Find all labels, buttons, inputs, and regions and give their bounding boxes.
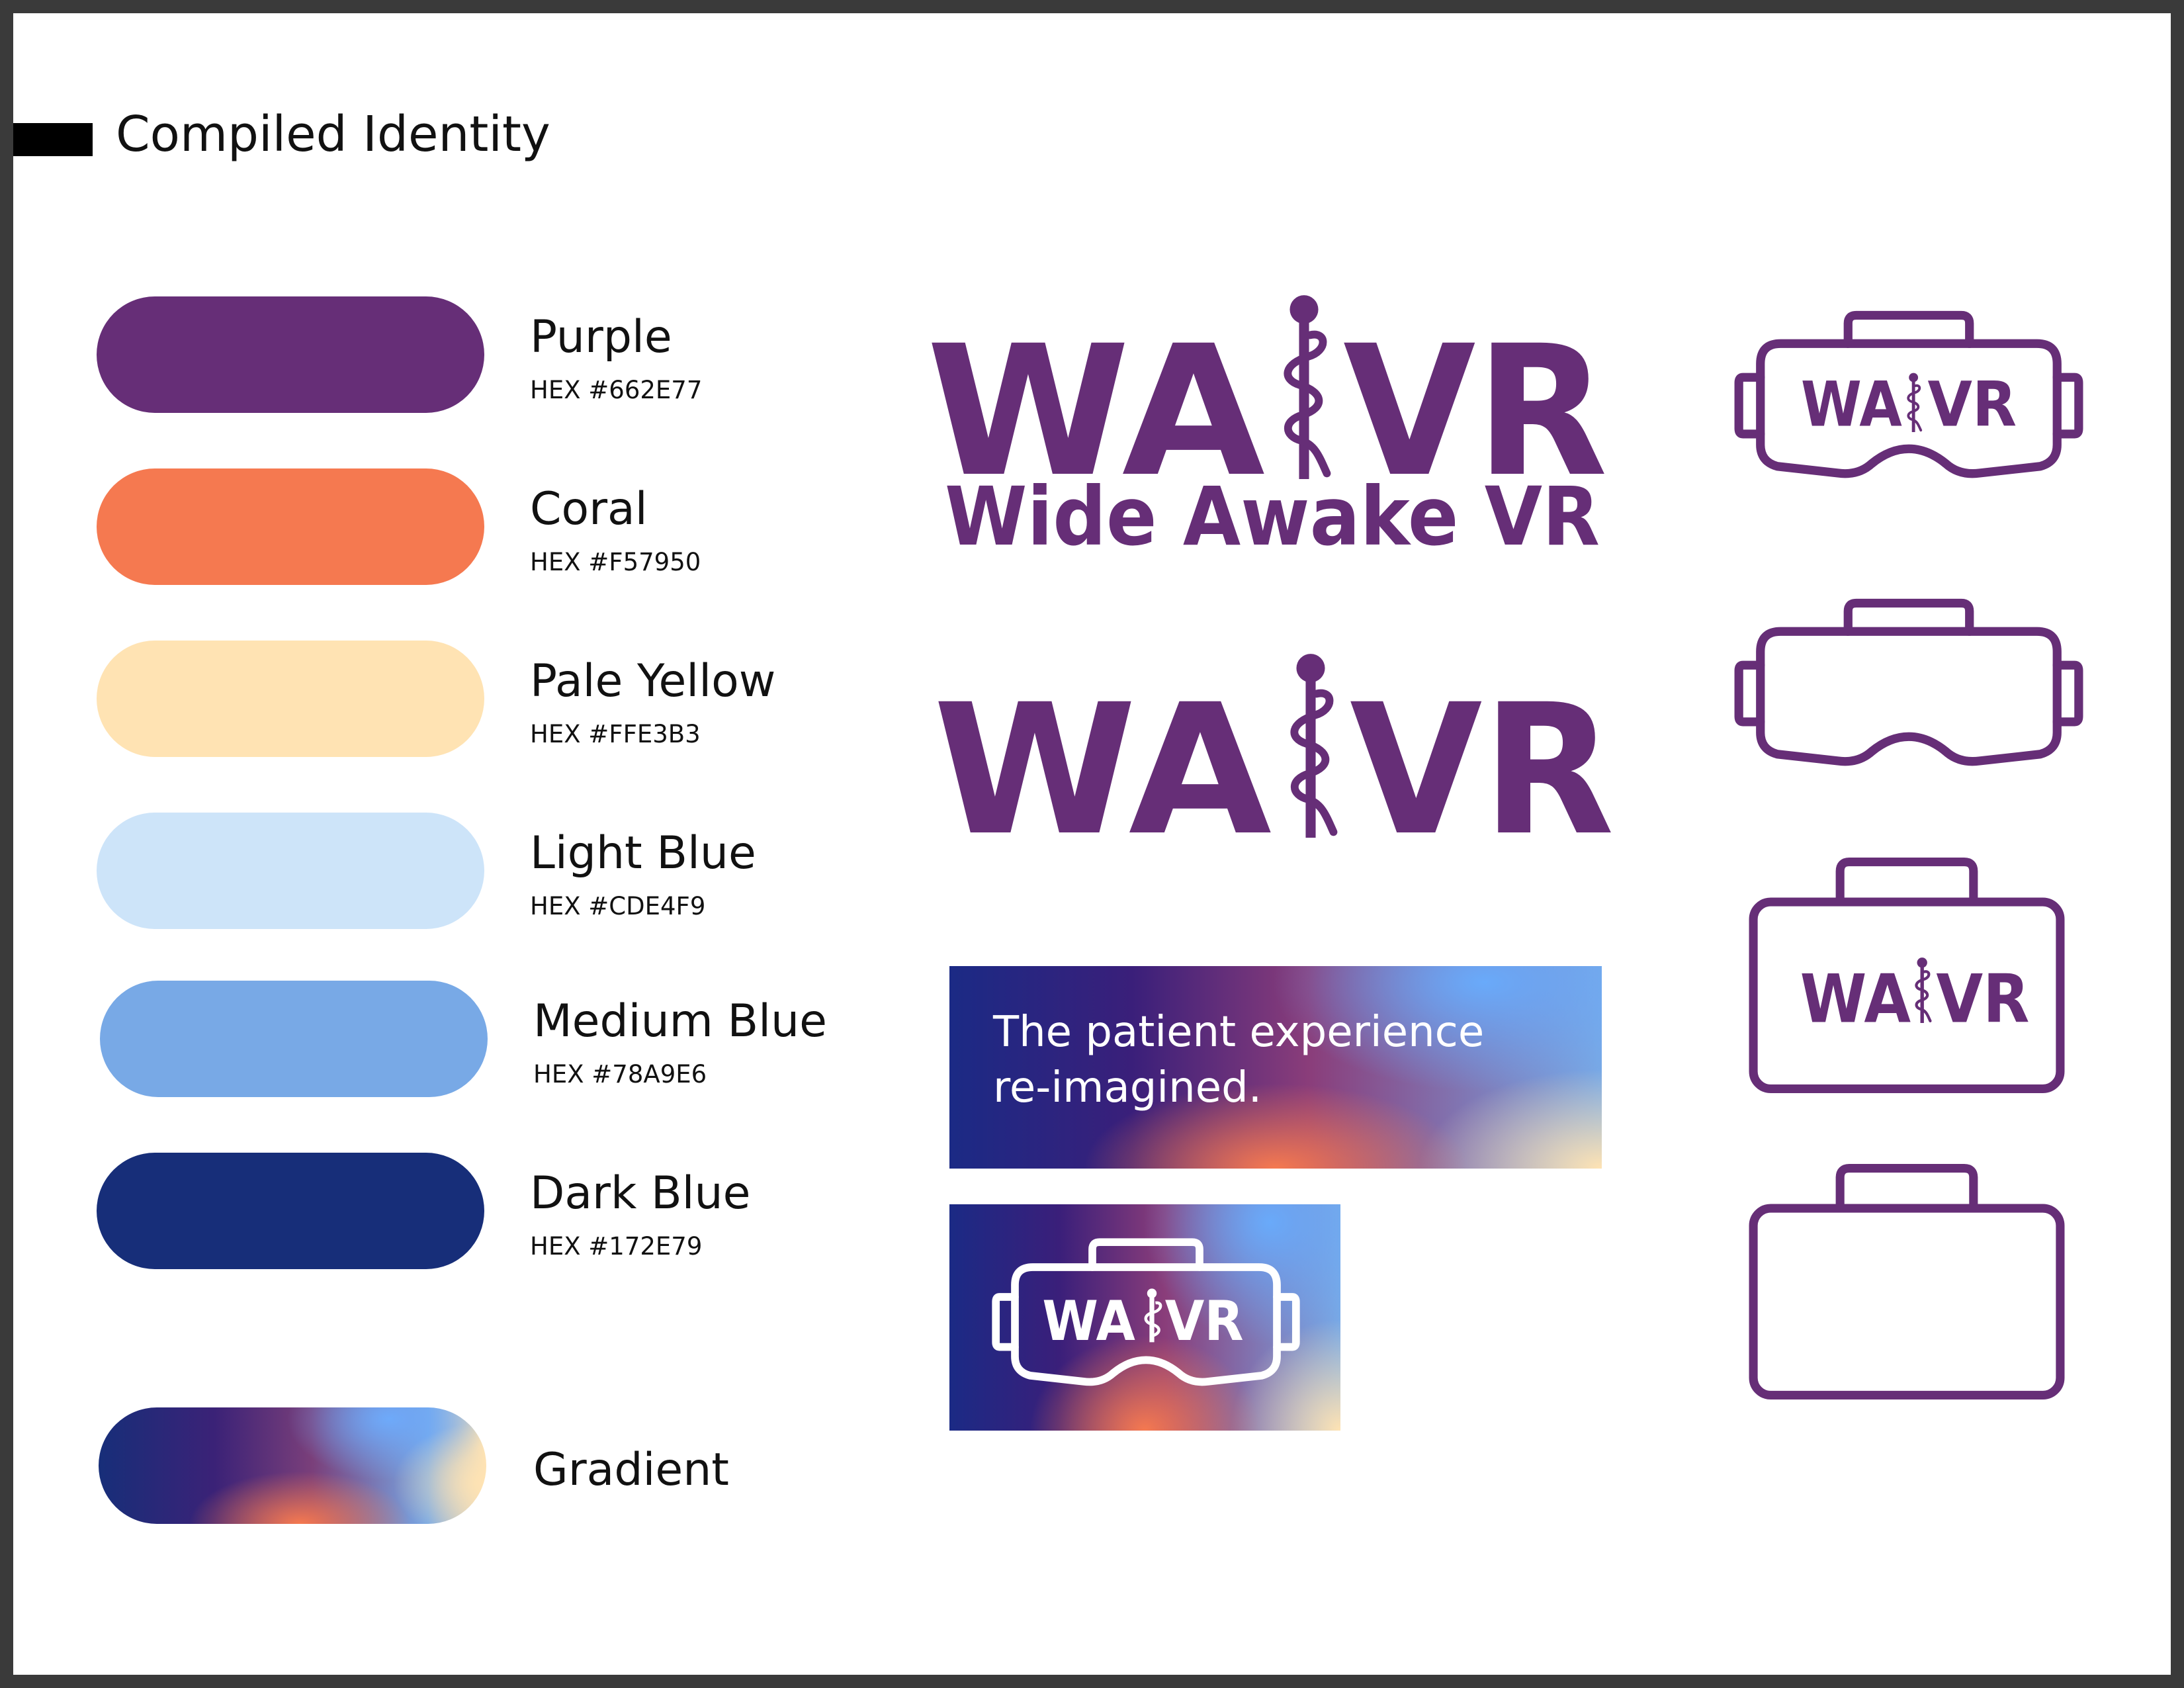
waivr-logo-with-tagline: WA VR Wide Awake VR: [926, 283, 1608, 561]
headset-icon: [992, 1238, 1300, 1386]
swatch-hex: HEX #78A9E6: [533, 1060, 707, 1088]
page-title: Compiled Identity: [116, 106, 550, 163]
rod-of-asclepius-icon: [1144, 1288, 1162, 1343]
swatch-dark-blue: [97, 1153, 484, 1269]
swatch-coral: [97, 468, 484, 585]
swatch-name: Dark Blue: [530, 1167, 751, 1220]
wordmark-right: VR: [1343, 308, 1608, 517]
wordmark-left: WA: [1800, 960, 1911, 1038]
tagline-banner: The patient experience re-imagined.: [949, 966, 1602, 1169]
banner-line-1: The patient experience: [993, 1008, 1485, 1057]
logo-tagline: Wide Awake VR: [945, 470, 1600, 561]
wordmark-left: WA: [926, 308, 1266, 517]
wordmark-left: WA: [933, 666, 1273, 847]
rod-of-asclepius-icon: [1294, 654, 1333, 838]
case-logo-with-wordmark: WA VR: [1747, 855, 2067, 1096]
swatch-hex: HEX #FFE3B3: [530, 720, 701, 748]
identity-sheet: Compiled Identity Purple HEX #662E77 Cor…: [13, 13, 2171, 1675]
swatch-name: Coral: [530, 483, 648, 535]
wordmark-right: VR: [1350, 666, 1614, 847]
swatch-name: Pale Yellow: [530, 655, 776, 707]
swatch-name: Medium Blue: [533, 995, 827, 1047]
waivr-wordmark: WA VR: [933, 648, 1614, 847]
banner-line-2: re-imagined.: [993, 1063, 1262, 1112]
wordmark-right: VR: [1936, 960, 2029, 1038]
rod-of-asclepius-icon: [1916, 957, 1930, 1023]
swatch-name: Purple: [530, 311, 672, 363]
case-icon: [1753, 1169, 2060, 1396]
swatch-name: Light Blue: [530, 827, 756, 879]
swatch-light-blue: [97, 813, 484, 929]
rod-of-asclepius-icon: [1907, 372, 1923, 433]
headset-logo-white: WA VR: [992, 1238, 1300, 1386]
wordmark-left: WA: [1801, 369, 1902, 441]
headset-logo-with-wordmark: WA VR: [1733, 310, 2084, 499]
headset-icon: [1739, 603, 2079, 761]
wordmark-left: WA: [1042, 1289, 1135, 1353]
swatch-medium-blue: [100, 981, 488, 1097]
swatch-hex: HEX #662E77: [530, 376, 703, 404]
swatch-hex: HEX #172E79: [530, 1232, 703, 1261]
swatch-gradient: [99, 1407, 486, 1524]
rod-of-asclepius-icon: [1288, 295, 1327, 479]
swatch-hex: HEX #CDE4F9: [530, 892, 706, 920]
swatch-hex: HEX #F57950: [530, 548, 701, 576]
wordmark-right: VR: [1165, 1289, 1244, 1353]
banner-text: The patient experience re-imagined.: [993, 1004, 1575, 1116]
header-bar: [13, 123, 93, 156]
gradient-label: Gradient: [533, 1444, 729, 1496]
case-outline: [1747, 1161, 2067, 1402]
wordmark-right: VR: [1928, 369, 2017, 441]
headset-banner: WA VR: [949, 1204, 1340, 1431]
swatch-pale-yellow: [97, 641, 484, 757]
swatch-purple: [97, 296, 484, 413]
headset-outline: [1733, 598, 2084, 787]
